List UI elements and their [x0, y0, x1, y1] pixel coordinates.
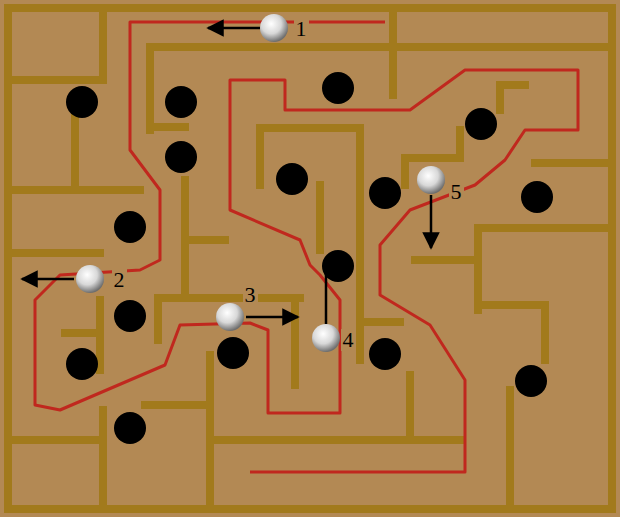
direction-arrows	[22, 28, 431, 324]
maze-walls	[8, 8, 612, 509]
callout-number: 4	[341, 329, 356, 351]
callout-number: 5	[449, 181, 464, 203]
callout-number: 2	[112, 269, 127, 291]
balls	[76, 14, 445, 352]
callout-number: 3	[243, 284, 258, 306]
holes	[66, 72, 553, 444]
solution-path	[35, 22, 578, 472]
callout-number: 1	[294, 18, 309, 40]
